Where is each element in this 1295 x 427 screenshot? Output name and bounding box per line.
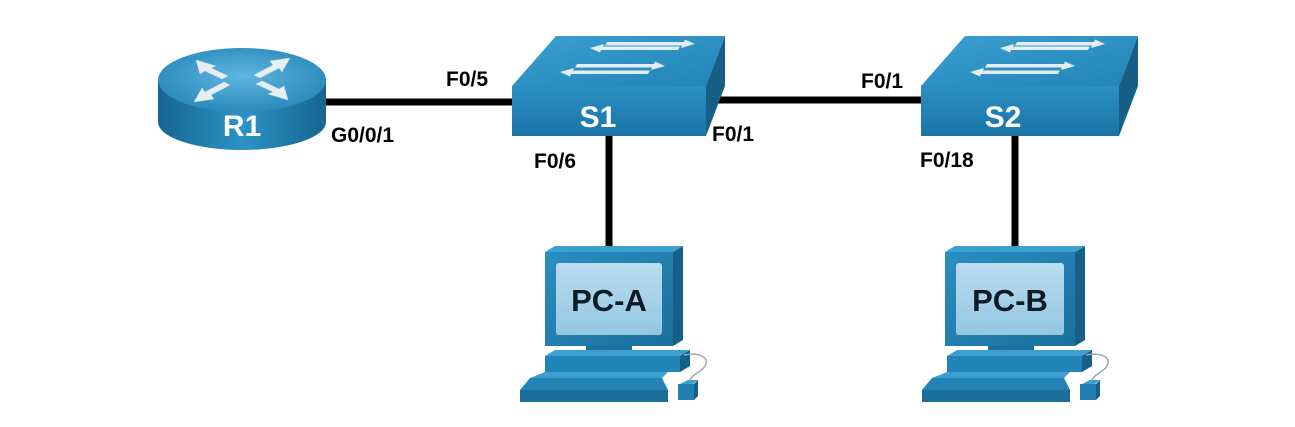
links	[318, 96, 1019, 248]
switch-s1-label: S1	[580, 101, 617, 134]
port-label-s1-f0-5: F0/5	[446, 68, 488, 91]
pc-b-label: PC-B	[972, 283, 1048, 318]
router-r1-label: R1	[223, 110, 261, 143]
router-r1[interactable]: R1	[158, 48, 326, 150]
pc-icon	[922, 246, 1109, 402]
port-label-s1-f0-6: F0/6	[534, 150, 576, 173]
pc-a[interactable]: PC-A	[520, 246, 707, 402]
switch-icon	[512, 36, 725, 136]
switch-icon	[921, 36, 1138, 136]
pc-b[interactable]: PC-B	[922, 246, 1109, 402]
pc-a-label: PC-A	[571, 283, 647, 318]
port-label-r1-g0-0-1: G0/0/1	[331, 124, 394, 147]
port-label-s2-f0-18: F0/18	[920, 149, 974, 172]
port-label-s2-f0-1: F0/1	[861, 70, 903, 93]
switch-s2[interactable]: S2	[921, 36, 1138, 136]
switch-s1[interactable]: S1	[512, 36, 725, 136]
router-icon	[158, 48, 326, 150]
switch-s2-label: S2	[985, 101, 1022, 134]
port-label-s1-f0-1: F0/1	[712, 123, 754, 146]
pc-icon	[520, 246, 707, 402]
port-labels: G0/0/1 F0/5 F0/1 F0/6 F0/1 F0/18	[331, 68, 974, 173]
